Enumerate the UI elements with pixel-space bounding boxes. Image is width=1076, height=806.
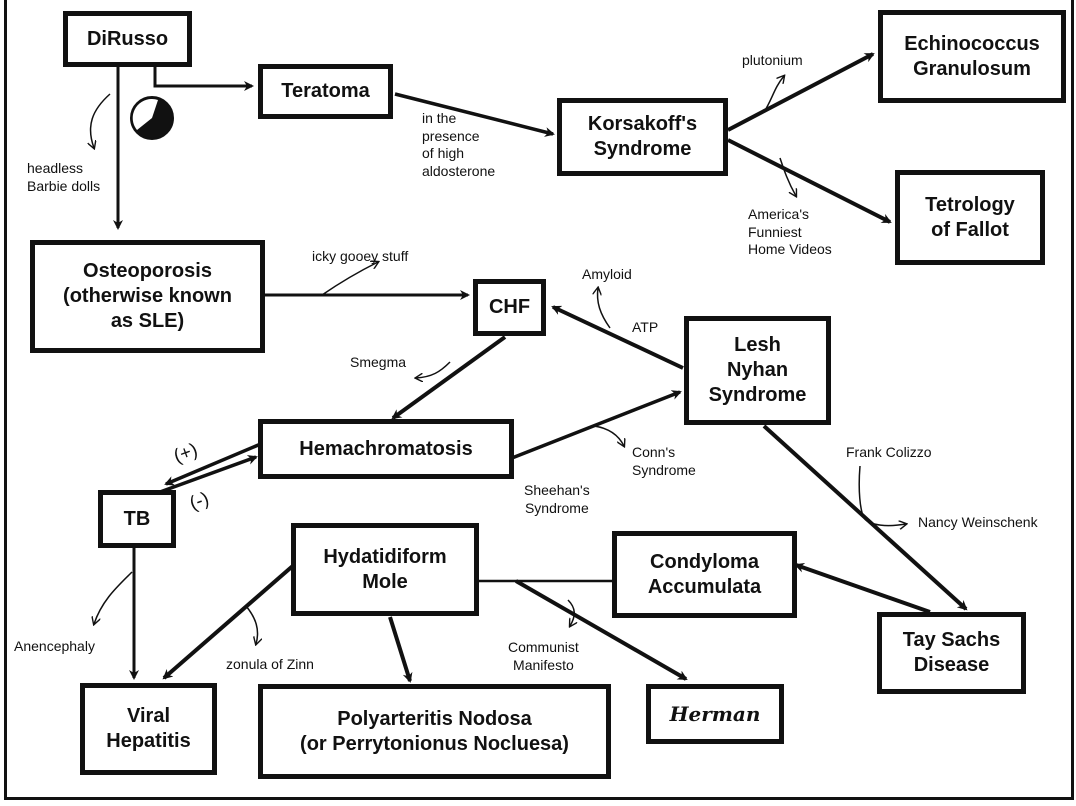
node-dirusso: DiRusso <box>63 11 192 67</box>
arrow-mole-polyarteritis <box>388 616 413 683</box>
arrow-hemachromatosis-lesh <box>511 390 682 460</box>
node-viral-hepatitis: Viral Hepatitis <box>80 683 217 775</box>
arrow-mole-herman <box>515 579 688 681</box>
outer-frame <box>4 0 1074 800</box>
half-filled-circle-icon <box>130 96 174 140</box>
label-headless-barbie: headless Barbie dolls <box>27 160 101 194</box>
node-osteoporosis: Osteoporosis (otherwise known as SLE) <box>30 240 265 353</box>
arrow-dirusso-teratoma <box>153 64 254 91</box>
node-tetralogy: Tetrology of Fallot <box>895 170 1045 265</box>
arrow-teratoma-korsakoff <box>394 92 555 137</box>
label-atp: ATP <box>632 319 659 335</box>
arrow-lesh-chf <box>551 305 684 370</box>
label-icky-gooey: icky gooey stuff <box>312 248 409 264</box>
label-communist-manifesto: Communist Manifesto <box>508 639 579 673</box>
node-hemachromatosis: Hemachromatosis <box>258 419 514 479</box>
label-americas-funniest: America's Funniest Home Videos <box>748 206 832 257</box>
node-tay-sachs: Tay Sachs Disease <box>877 612 1026 694</box>
node-lesh-nyhan: Lesh Nyhan Syndrome <box>684 316 831 425</box>
node-hydatidiform-mole: Hydatidiform Mole <box>291 523 479 616</box>
node-teratoma: Teratoma <box>258 64 393 119</box>
arrow-hemachromatosis-tb <box>164 441 264 486</box>
label-zonula-of-zinn: zonula of Zinn <box>226 656 314 672</box>
arrow-taysachs-condyloma <box>794 562 931 614</box>
arrow-lesh-taysachs <box>762 424 968 611</box>
arrow-korsakoff-tetralogy <box>727 138 892 224</box>
label-presence-aldosterone: in the presence of high aldosterone <box>422 110 496 179</box>
node-chf: CHF <box>473 279 546 336</box>
arrow-mole-viral <box>162 562 297 680</box>
label-sheehans-syndrome: Sheehan's Syndrome <box>524 482 590 516</box>
node-korsakoff: Korsakoff's Syndrome <box>557 98 728 176</box>
node-condyloma: Condyloma Accumulata <box>612 531 797 618</box>
label-frank-colizzo: Frank Colizzo <box>846 444 932 460</box>
arrow-tb-hemachromatosis <box>159 455 258 494</box>
node-herman: Herman <box>646 684 784 744</box>
label-amyloid: Amyloid <box>582 266 632 282</box>
label-plutonium: plutonium <box>742 52 803 68</box>
node-polyarteritis: Polyarteritis Nodosa (or Perrytonionus N… <box>258 684 611 779</box>
label-nancy-weinschenk: Nancy Weinschenk <box>918 514 1038 530</box>
node-echinococcus: Echinococcus Granulosum <box>878 10 1066 103</box>
node-tb: TB <box>98 490 176 548</box>
label-conns-syndrome: Conn's Syndrome <box>632 444 696 478</box>
label-anencephaly: Anencephaly <box>14 638 95 654</box>
arrow-chf-hemachromatosis <box>391 335 507 420</box>
label-smegma: Smegma <box>350 354 407 370</box>
arrow-korsakoff-echinococcus <box>727 52 875 132</box>
